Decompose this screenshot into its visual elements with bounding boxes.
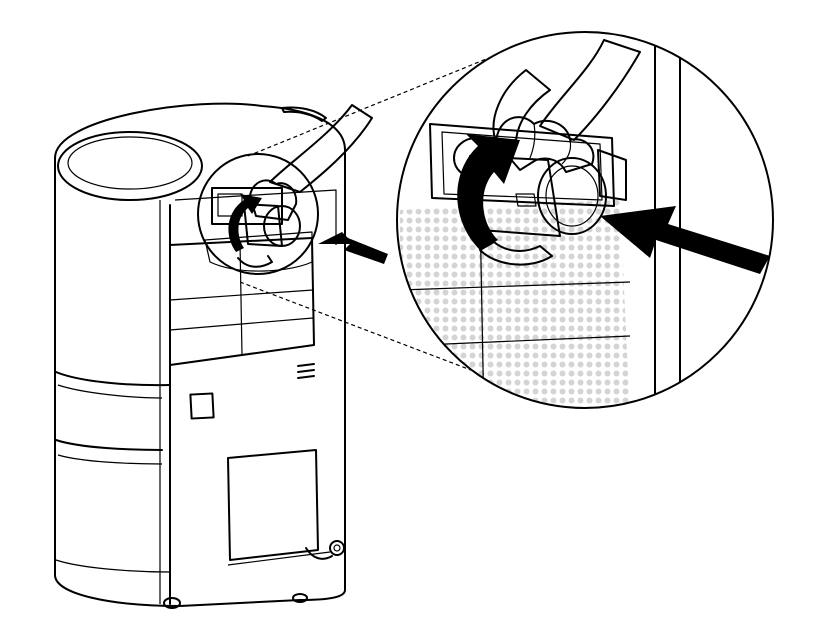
detail-circle-small (197, 104, 373, 275)
rear-panel-upper (174, 189, 337, 245)
rotate-arrow-small-icon (228, 194, 262, 252)
top-cap (57, 131, 203, 201)
water-tank-top (55, 371, 171, 387)
lower-panel-line (227, 551, 331, 566)
foot-right (292, 593, 308, 603)
air-filter-grille (169, 237, 315, 366)
push-arrow-small-icon (318, 232, 388, 264)
body-outline (54, 102, 346, 607)
top-handle (281, 106, 327, 122)
lower-band (55, 559, 171, 573)
foot-left (163, 597, 181, 609)
dehumidifier-body (54, 102, 346, 609)
detail-circle-large (396, 31, 774, 409)
side-vent (297, 363, 315, 379)
top-cap-inner (67, 136, 193, 190)
filter-knob-cap (537, 157, 607, 235)
power-cord (305, 540, 345, 560)
hand-magnified (495, 116, 595, 173)
water-tank-mid (57, 384, 163, 399)
water-tank-bottom (55, 439, 163, 451)
rotate-arrow-large-return (479, 241, 553, 266)
water-tank-lip (57, 454, 163, 465)
rotate-arrow-large-icon (457, 134, 520, 250)
drain-cap (189, 392, 215, 420)
push-arrow-large-icon (600, 206, 770, 274)
drain-cover (227, 449, 319, 561)
